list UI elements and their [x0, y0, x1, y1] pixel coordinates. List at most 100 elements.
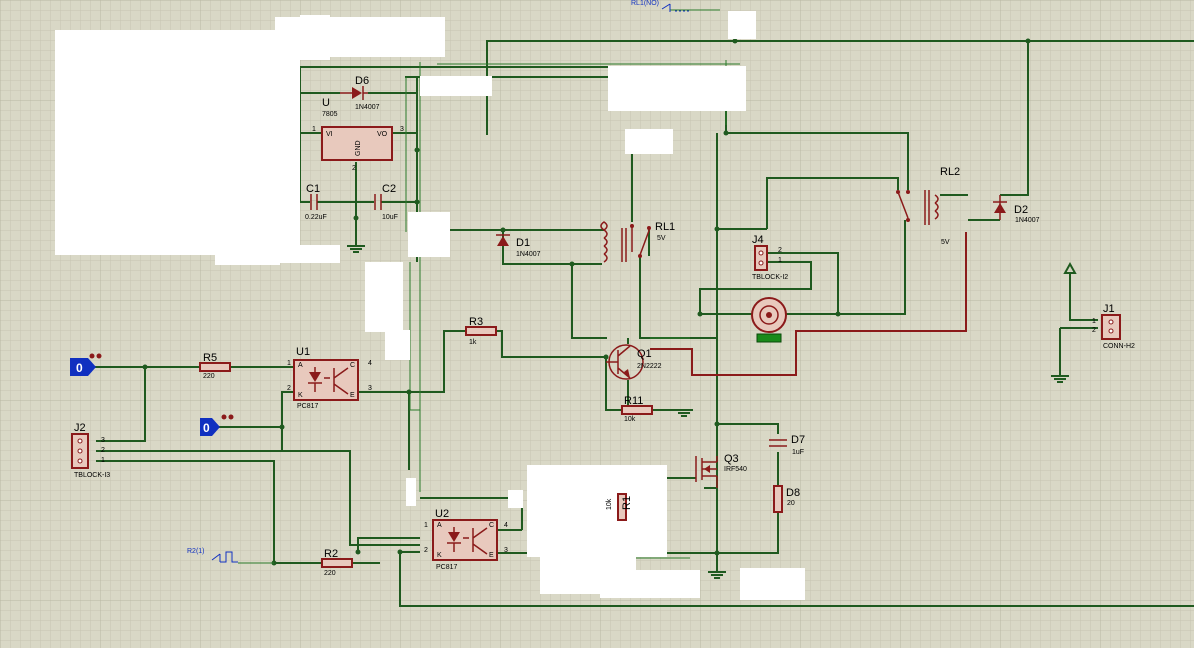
r1-ref: R1 — [621, 496, 633, 510]
resistor-r2[interactable]: R2 220 — [321, 548, 353, 577]
c1-value: 0.22uF — [305, 214, 327, 221]
optocoupler-u2[interactable]: U2 PC817 1 2 3 4 A K C E — [424, 508, 508, 571]
u1-e: E — [350, 392, 355, 399]
rl1-value: 5V — [657, 235, 666, 242]
rl2-value: 5V — [941, 239, 950, 246]
r11-value: 10k — [624, 416, 636, 423]
d6-ref: D6 — [355, 75, 369, 87]
resistor-r11[interactable]: R11 10k — [621, 395, 653, 423]
resistor-r3[interactable]: R3 1k — [465, 316, 497, 346]
generator-r2-1[interactable]: R2(1) — [187, 548, 274, 564]
u-value: 7805 — [322, 111, 338, 118]
ground-symbol-j1 — [1051, 375, 1069, 383]
u2-value: PC817 — [436, 564, 458, 571]
u-pin1: 1 — [312, 126, 316, 133]
ground-symbol-q1 — [675, 409, 693, 417]
j2-pin2: 2 — [101, 447, 105, 454]
j2-value: TBLOCK-I3 — [74, 472, 110, 479]
resistor-r1[interactable]: R1 10k — [606, 493, 633, 521]
d8-value: 20 — [787, 500, 795, 507]
d1-value: 1N4007 — [516, 251, 541, 258]
c2-value: 10uF — [382, 214, 398, 221]
d1-ref: D1 — [516, 237, 530, 249]
j4-pin2: 2 — [778, 247, 782, 254]
logic-state-2-value: 0 — [203, 421, 210, 435]
connector-j1[interactable]: J1 CONN-H2 1 2 — [1092, 303, 1135, 350]
resistor-r5[interactable]: R5 220 — [199, 352, 231, 380]
dc-motor[interactable] — [751, 297, 787, 343]
d8-ref: D8 — [786, 487, 800, 499]
u-vi: VI — [326, 131, 333, 138]
r2-ref: R2 — [324, 548, 338, 560]
j1-pin1: 1 — [1092, 318, 1096, 325]
logic-state-1-value: 0 — [76, 361, 83, 375]
u2-pin2: 2 — [424, 547, 428, 554]
u2-pin3: 3 — [504, 547, 508, 554]
d6-value: 1N4007 — [355, 104, 380, 111]
diode-d6[interactable]: D6 1N4007 — [340, 75, 380, 111]
transistor-q1[interactable]: Q1 2N2222 — [606, 344, 662, 380]
u1-c: C — [350, 362, 355, 369]
u-gnd: GND — [355, 140, 362, 156]
logic-state-2[interactable]: 0 — [200, 414, 234, 437]
r5-value: 220 — [203, 373, 215, 380]
power-arrow-j1 — [1063, 261, 1077, 274]
u1-pin4: 4 — [368, 360, 372, 367]
diode-d2[interactable]: D2 1N4007 — [993, 195, 1040, 224]
q3-ref: Q3 — [724, 453, 739, 465]
capacitor-c2[interactable]: C2 10uF — [374, 183, 398, 221]
u-pin3: 3 — [400, 126, 404, 133]
ground-symbol-2 — [708, 571, 726, 579]
r11-ref: R11 — [624, 395, 643, 407]
resistor-d8[interactable]: D8 20 — [773, 485, 800, 513]
j4-value: TBLOCK-I2 — [752, 274, 788, 281]
ground-symbol-1 — [347, 245, 365, 253]
r2-1-label: R2(1) — [187, 548, 205, 555]
j1-ref: J1 — [1103, 303, 1115, 315]
r3-ref: R3 — [469, 316, 483, 328]
d2-value: 1N4007 — [1015, 217, 1040, 224]
relay-rl1[interactable]: RL1 5V — [600, 221, 675, 263]
u1-k: K — [298, 392, 303, 399]
q1-value: 2N2222 — [637, 363, 662, 370]
junction-dots — [142, 38, 1031, 566]
u-vo: VO — [377, 131, 388, 138]
u2-ref: U2 — [435, 508, 449, 520]
u1-value: PC817 — [297, 403, 319, 410]
j4-ref: J4 — [752, 234, 764, 246]
terminal-j2[interactable]: J2 TBLOCK-I3 3 2 1 — [71, 422, 110, 479]
terminal-rl1-no[interactable]: RL1(NO) — [631, 0, 690, 12]
d2-ref: D2 — [1014, 204, 1028, 216]
d7-ref: D7 — [791, 434, 805, 446]
j1-pin2: 2 — [1092, 327, 1096, 334]
relay-rl2[interactable]: RL2 5V — [896, 166, 960, 246]
u-ref: U — [322, 97, 330, 109]
u1-ref: U1 — [296, 346, 310, 358]
terminal-j4[interactable]: J4 TBLOCK-I2 2 1 — [752, 234, 788, 281]
voltage-regulator-u[interactable]: U 7805 VI VO GND 1 2 3 — [312, 97, 404, 172]
c2-ref: C2 — [382, 183, 396, 195]
mosfet-q3[interactable]: Q3 IRF540 — [695, 453, 747, 488]
d7-value: 1uF — [792, 449, 804, 456]
r2-value: 220 — [324, 570, 336, 577]
j2-pin1: 1 — [101, 457, 105, 464]
r3-value: 1k — [469, 339, 477, 346]
capacitor-d7[interactable]: D7 1uF — [769, 434, 805, 456]
u2-pin4: 4 — [504, 522, 508, 529]
capacitor-c1[interactable]: C1 0.22uF — [305, 183, 327, 221]
u1-pin2: 2 — [287, 385, 291, 392]
c1-ref: C1 — [306, 183, 320, 195]
diode-d1[interactable]: D1 1N4007 — [496, 234, 541, 258]
r1-value: 10k — [606, 498, 613, 510]
r5-ref: R5 — [203, 352, 217, 364]
u2-a: A — [437, 522, 442, 529]
rl2-ref: RL2 — [940, 166, 960, 178]
u2-c: C — [489, 522, 494, 529]
logic-state-1[interactable]: 0 — [70, 353, 102, 377]
optocoupler-u1[interactable]: U1 PC817 1 2 3 4 A K C E — [287, 346, 372, 410]
rl1-no-label: RL1(NO) — [631, 0, 659, 7]
u2-pin1: 1 — [424, 522, 428, 529]
q3-value: IRF540 — [724, 466, 747, 473]
redacted-regions — [55, 11, 805, 600]
